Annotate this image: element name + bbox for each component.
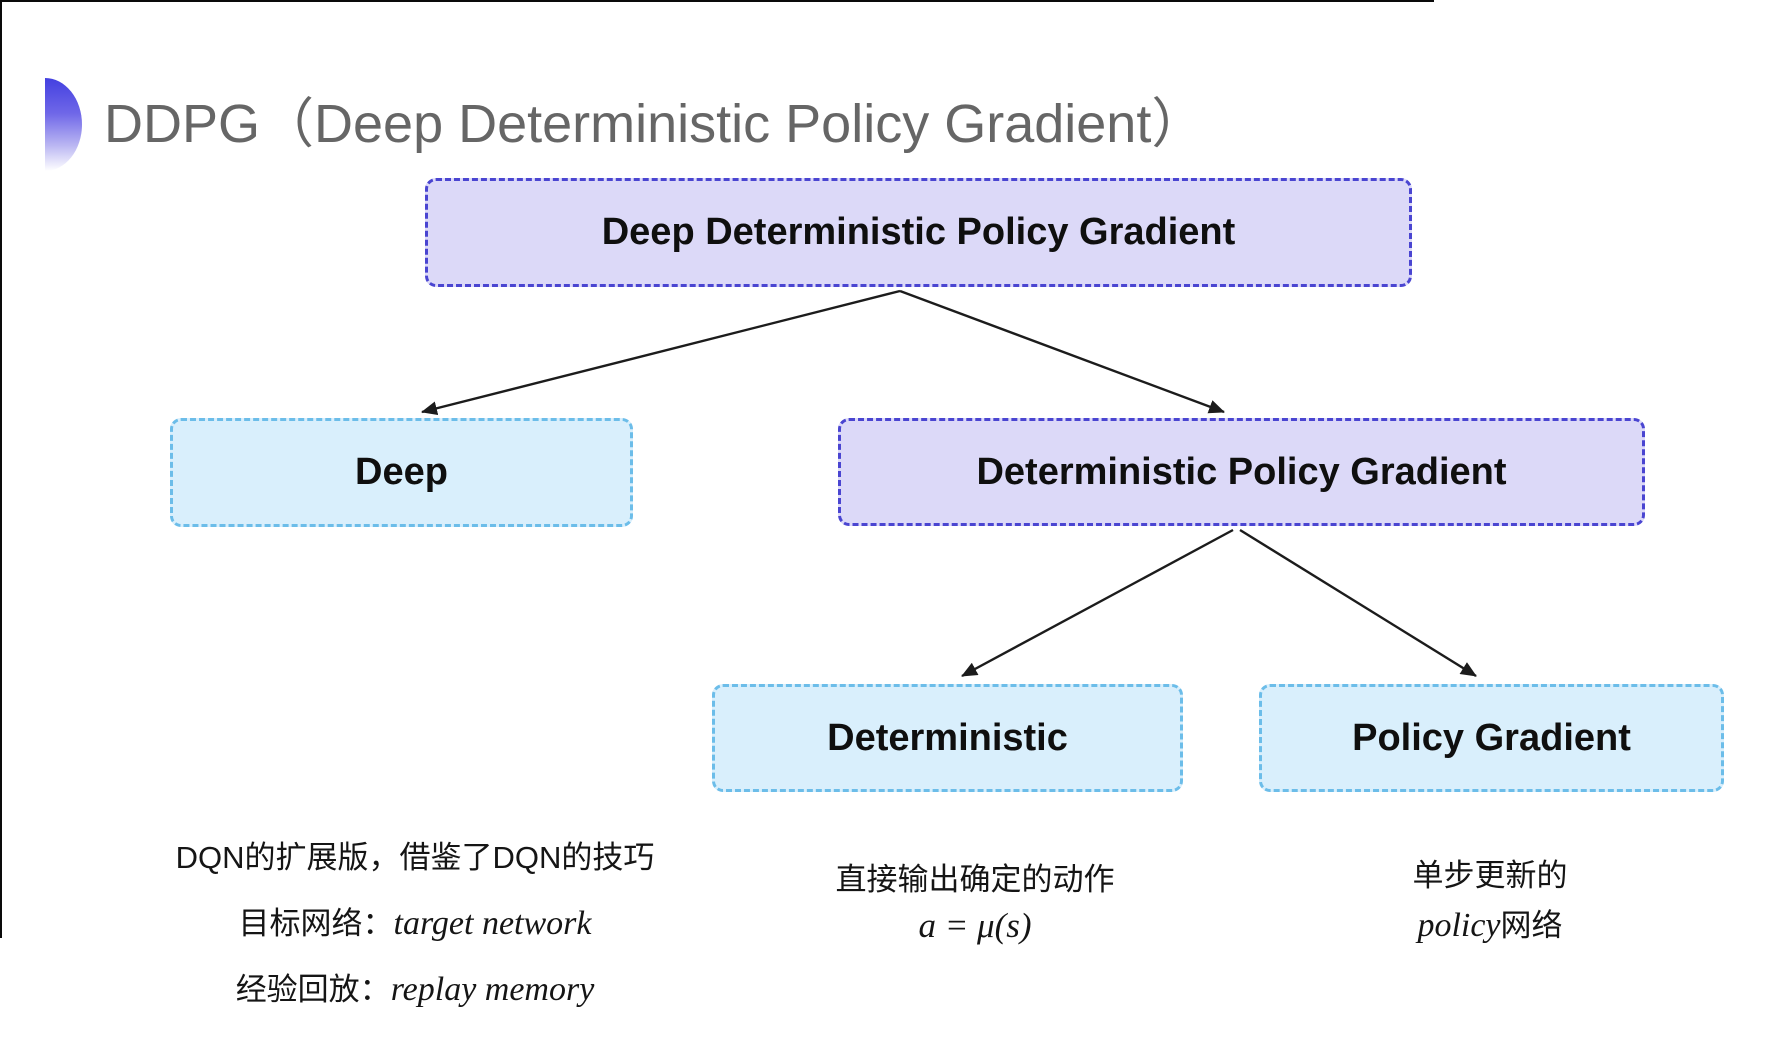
note-deep-line-2: 目标网络： target network <box>239 898 592 943</box>
node-root-label: Deep Deterministic Policy Gradient <box>601 211 1236 253</box>
note-deep-line-3: 经验回放： replay memory <box>236 964 595 1009</box>
node-deep: Deep <box>170 418 633 527</box>
arrow-dpg-to-policy-gradient <box>1239 528 1477 678</box>
note-deep-line-2-label: 目标网络： <box>238 906 394 941</box>
window-border-left <box>0 0 2 938</box>
note-deep-line-3-term: replay memory <box>390 971 595 1008</box>
note-policy-gradient-line-1: 单步更新的 <box>1412 858 1568 893</box>
note-policy-gradient-suffix: 网络 <box>1500 908 1563 943</box>
window-border-top <box>0 0 1434 2</box>
node-root: Deep Deterministic Policy Gradient <box>425 178 1412 287</box>
arrow-dpg-to-deterministic <box>961 528 1234 678</box>
node-policy-gradient-label: Policy Gradient <box>1352 716 1631 759</box>
node-deterministic-label: Deterministic <box>827 716 1068 759</box>
note-deterministic-formula: a = μ(s) <box>918 906 1032 945</box>
node-deterministic-policy-gradient-label: Deterministic Policy Gradient <box>976 450 1507 493</box>
note-deterministic: 直接输出确定的动作 a = μ(s) <box>760 854 1190 946</box>
note-policy-gradient: 单步更新的 policy 网络 <box>1290 850 1690 945</box>
note-deep-line-3-label: 经验回放： <box>235 972 391 1007</box>
node-policy-gradient: Policy Gradient <box>1259 684 1724 792</box>
note-policy-gradient-term: policy <box>1417 907 1501 944</box>
node-deterministic-policy-gradient: Deterministic Policy Gradient <box>838 418 1645 526</box>
note-deep: DQN的扩展版，借鉴了DQN的技巧 目标网络： target network 经… <box>95 832 735 1009</box>
note-deep-line-2-term: target network <box>393 905 592 942</box>
title-bullet-icon <box>45 78 82 171</box>
note-policy-gradient-line-2: policy 网络 <box>1417 900 1562 945</box>
note-deterministic-line-1: 直接输出确定的动作 <box>835 862 1115 897</box>
note-deep-line-1: DQN的扩展版，借鉴了DQN的技巧 <box>175 840 655 875</box>
node-deterministic: Deterministic <box>712 684 1183 792</box>
arrow-root-to-dpg <box>899 289 1225 414</box>
node-deep-label: Deep <box>355 451 448 493</box>
page-title: DDPG（Deep Deterministic Policy Gradient） <box>104 94 1206 154</box>
arrow-root-to-deep <box>421 289 901 416</box>
